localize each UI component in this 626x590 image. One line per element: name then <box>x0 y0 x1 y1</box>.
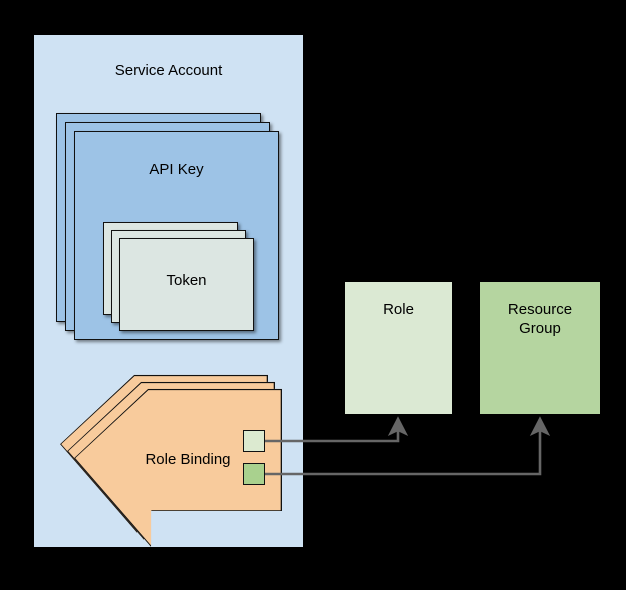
token-stack[interactable]: Token <box>103 222 258 335</box>
api-key-label: API Key <box>149 161 204 178</box>
token-card-front[interactable]: Token <box>119 238 254 331</box>
resource-group-box[interactable]: Resource Group <box>480 282 600 414</box>
role-box[interactable]: Role <box>345 282 452 414</box>
resource-group-label: Resource Group <box>507 301 573 337</box>
role-binding-stack[interactable]: Role Binding <box>52 368 282 547</box>
service-account-label: Service Account <box>114 62 223 79</box>
role-port-handle[interactable] <box>243 430 265 452</box>
resource-port-handle[interactable] <box>243 463 265 485</box>
connector-rolebinding-to-resource-group[interactable] <box>265 416 551 476</box>
token-label: Token <box>166 272 207 289</box>
role-label: Role <box>383 301 414 318</box>
